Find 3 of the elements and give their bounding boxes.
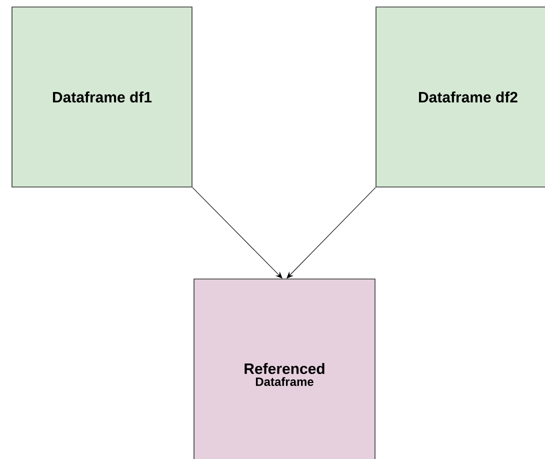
box: Dataframe df1 xyxy=(12,6,192,188)
box: Referenced Dataframe xyxy=(194,278,376,459)
box: Dataframe df2 xyxy=(376,6,545,188)
